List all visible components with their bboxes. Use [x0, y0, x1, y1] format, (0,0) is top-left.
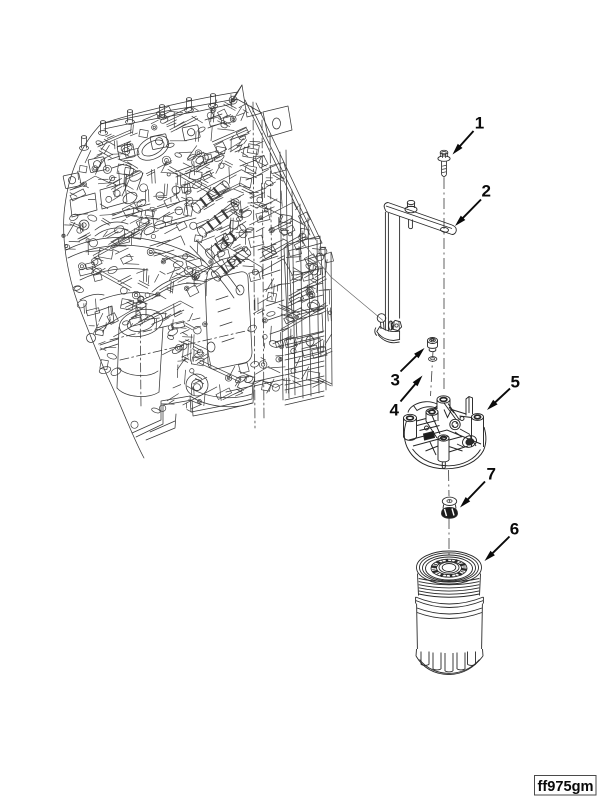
svg-text:1: 1	[475, 113, 484, 132]
svg-text:5: 5	[511, 373, 520, 392]
svg-text:4: 4	[390, 401, 400, 420]
svg-text:3: 3	[391, 371, 400, 390]
svg-text:6: 6	[510, 520, 519, 539]
svg-text:ff975gm: ff975gm	[538, 779, 594, 795]
svg-text:2: 2	[482, 181, 491, 200]
svg-text:7: 7	[487, 464, 496, 483]
